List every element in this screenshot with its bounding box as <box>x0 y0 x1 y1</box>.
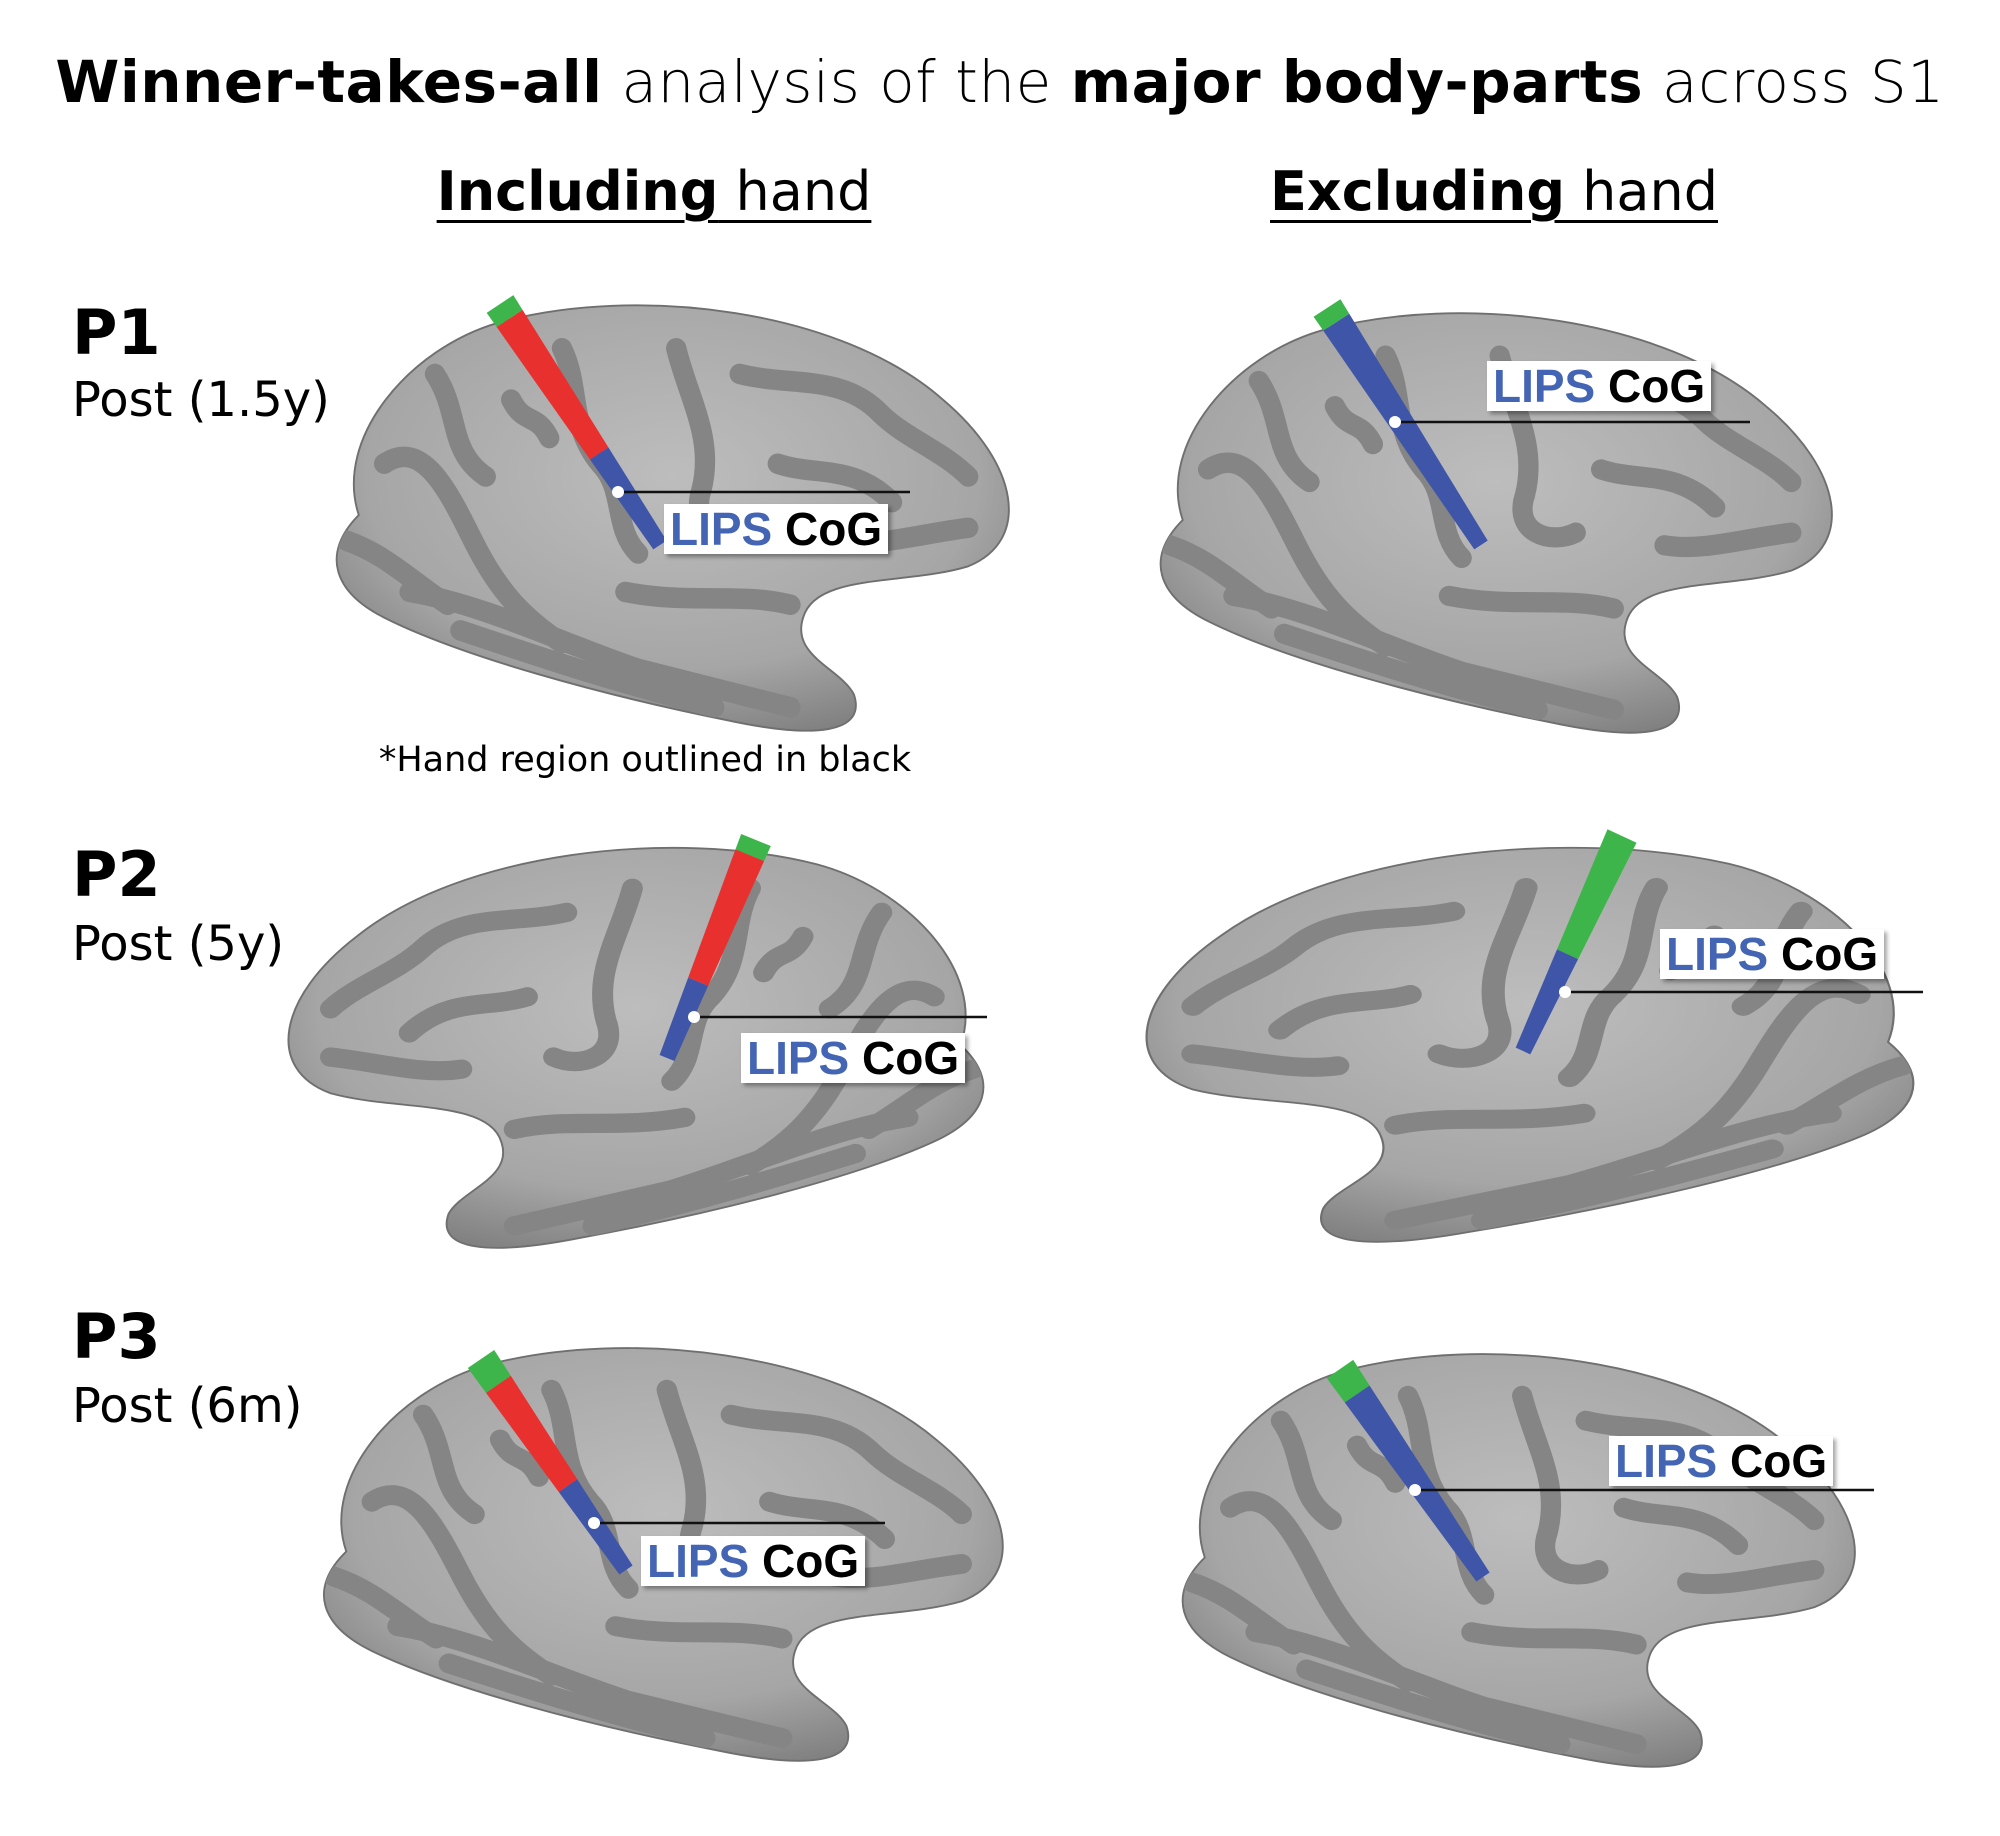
activation-strip-p1-excluding <box>1313 299 1488 550</box>
participant-timepoint-p1: Post (1.5y) <box>72 372 330 428</box>
cog-label-lips: LIPS <box>670 503 773 555</box>
cog-label-p1-excluding: LIPS CoG <box>1487 360 1712 412</box>
activation-strip-p3-excluding <box>1326 1359 1490 1582</box>
green-region <box>486 295 523 328</box>
blue-region <box>1323 313 1488 550</box>
title-light-1: analysis of the <box>602 48 1071 116</box>
column-header-light: hand <box>718 160 872 223</box>
green-region <box>1557 829 1637 960</box>
title-bold-2: major body-parts <box>1070 48 1644 116</box>
column-header-bold: Excluding <box>1270 160 1565 223</box>
cog-label-cog: CoG <box>749 1535 860 1587</box>
red-region <box>688 849 765 986</box>
cog-label-p3-excluding: LIPS CoG <box>1609 1435 1834 1487</box>
cog-label-cog: CoG <box>1768 928 1879 980</box>
blue-region <box>1344 1385 1490 1582</box>
cog-marker <box>1559 986 1571 998</box>
green-region <box>1313 299 1350 331</box>
activation-strip-p2-excluding <box>1515 829 1637 1055</box>
cog-label-p1-including: LIPS CoG <box>664 503 889 555</box>
blue-region <box>1515 949 1579 1055</box>
brain-surface-p3-excluding <box>1181 1353 1856 1768</box>
activation-strip-p1-including <box>486 295 667 550</box>
cog-label-cog: CoG <box>1717 1435 1828 1487</box>
red-region <box>486 1375 578 1492</box>
cog-label-cog: CoG <box>1595 360 1706 412</box>
cog-label-cog: CoG <box>849 1032 960 1084</box>
green-region <box>1326 1359 1370 1403</box>
column-header-light: hand <box>1564 160 1718 223</box>
blue-region <box>590 447 667 550</box>
cog-label-p2-including: LIPS CoG <box>741 1032 966 1084</box>
participant-timepoint-p2: Post (5y) <box>72 916 285 972</box>
red-region <box>496 309 609 460</box>
green-region <box>735 833 771 862</box>
cog-marker <box>1389 416 1401 428</box>
participant-timepoint-p3: Post (6m) <box>72 1378 303 1434</box>
cog-label-lips: LIPS <box>747 1032 850 1084</box>
cog-label-lips: LIPS <box>1615 1435 1718 1487</box>
cog-marker <box>1409 1484 1421 1496</box>
blue-region <box>659 977 709 1062</box>
title-light-2: across S1 <box>1643 48 1945 116</box>
column-header-excluding: Excluding hand <box>1270 160 1718 223</box>
cog-marker <box>688 1011 700 1023</box>
participant-label-p3: P3 <box>72 1300 161 1373</box>
column-header-bold: Including <box>436 160 719 223</box>
cog-label-cog: CoG <box>772 503 883 555</box>
cog-label-lips: LIPS <box>1666 928 1769 980</box>
cog-label-p3-including: LIPS CoG <box>641 1535 866 1587</box>
title-bold-1: Winner-takes-all <box>55 48 603 116</box>
hand-region-note: *Hand region outlined in black <box>378 740 912 780</box>
column-header-including: Including hand <box>437 160 872 223</box>
green-region <box>467 1349 511 1393</box>
cog-label-p2-excluding: LIPS CoG <box>1660 928 1885 980</box>
activation-strip-p2-including <box>659 833 771 1062</box>
participant-label-p2: P2 <box>72 838 161 911</box>
cog-marker <box>612 486 624 498</box>
cog-label-lips: LIPS <box>1493 360 1596 412</box>
cog-marker <box>588 1517 600 1529</box>
figure-title: Winner-takes-all analysis of the major b… <box>0 48 2000 116</box>
participant-label-p1: P1 <box>72 296 161 369</box>
cog-label-lips: LIPS <box>647 1535 750 1587</box>
